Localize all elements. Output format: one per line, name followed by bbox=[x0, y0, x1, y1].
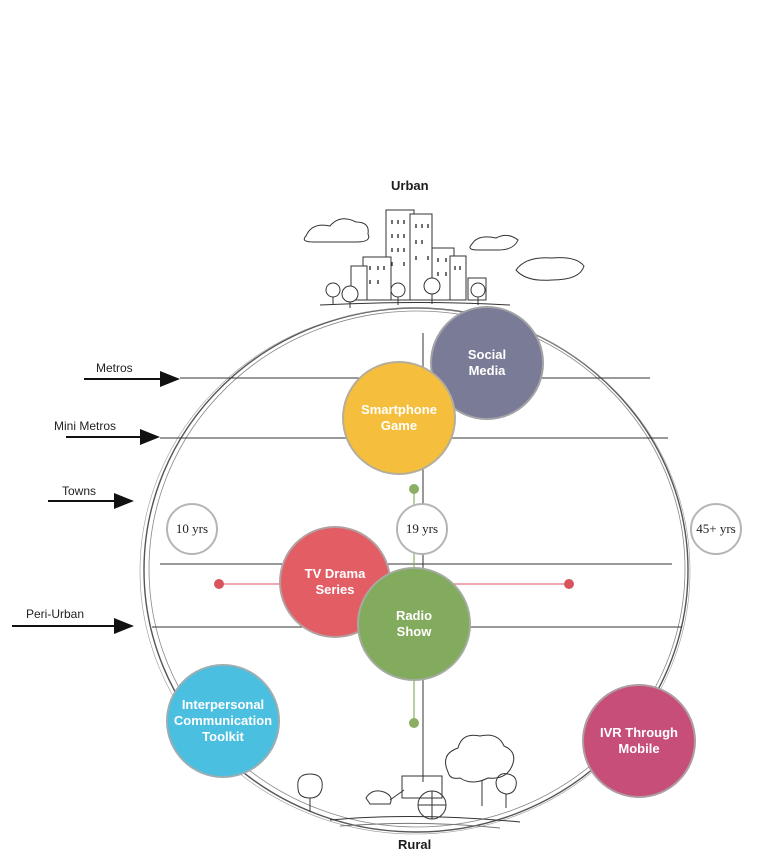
city-skyline-icon bbox=[319, 209, 511, 308]
metros-label: Metros bbox=[96, 361, 133, 375]
towns-label: Towns bbox=[62, 484, 97, 498]
tv-drama-series-label: TV Drama Series bbox=[304, 566, 366, 597]
interpersonal-toolkit-label: Interpersonal Communication Toolkit bbox=[173, 697, 273, 744]
radio-range-bottom-marker bbox=[409, 718, 419, 728]
mini-metros-label: Mini Metros bbox=[54, 419, 117, 433]
interpersonal-toolkit-bubble: Interpersonal Communication Toolkit bbox=[166, 664, 280, 778]
smartphone-game-bubble: Smartphone Game bbox=[342, 361, 456, 475]
tv-range-start-marker bbox=[214, 579, 224, 589]
peri-urban-label: Peri-Urban bbox=[26, 607, 85, 621]
urban-label: Urban bbox=[391, 178, 429, 193]
tree-icon bbox=[297, 734, 521, 829]
tv-range-end-marker bbox=[564, 579, 574, 589]
cloud-icon bbox=[303, 218, 585, 281]
ivr-through-mobile-bubble: IVR Through Mobile bbox=[582, 684, 696, 798]
age-19-label: 19 yrs bbox=[405, 521, 439, 536]
radio-show-label: Radio Show bbox=[395, 608, 433, 639]
age-10-label: 10 yrs bbox=[175, 521, 209, 536]
smartphone-game-label: Smartphone Game bbox=[361, 402, 437, 433]
age-45-label: 45+ yrs bbox=[696, 521, 736, 536]
age-10-badge: 10 yrs bbox=[166, 503, 218, 555]
level-arrows bbox=[12, 371, 180, 634]
age-19-badge: 19 yrs bbox=[396, 503, 448, 555]
ivr-through-mobile-label: IVR Through Mobile bbox=[600, 725, 678, 756]
radio-show-bubble: Radio Show bbox=[357, 567, 471, 681]
radio-range-top-marker bbox=[409, 484, 419, 494]
age-45-badge: 45+ yrs bbox=[690, 503, 742, 555]
rural-label: Rural bbox=[398, 837, 432, 852]
bullock-cart-icon bbox=[365, 775, 447, 820]
social-media-label: Social Media bbox=[467, 347, 507, 378]
globe-outline bbox=[139, 307, 691, 835]
